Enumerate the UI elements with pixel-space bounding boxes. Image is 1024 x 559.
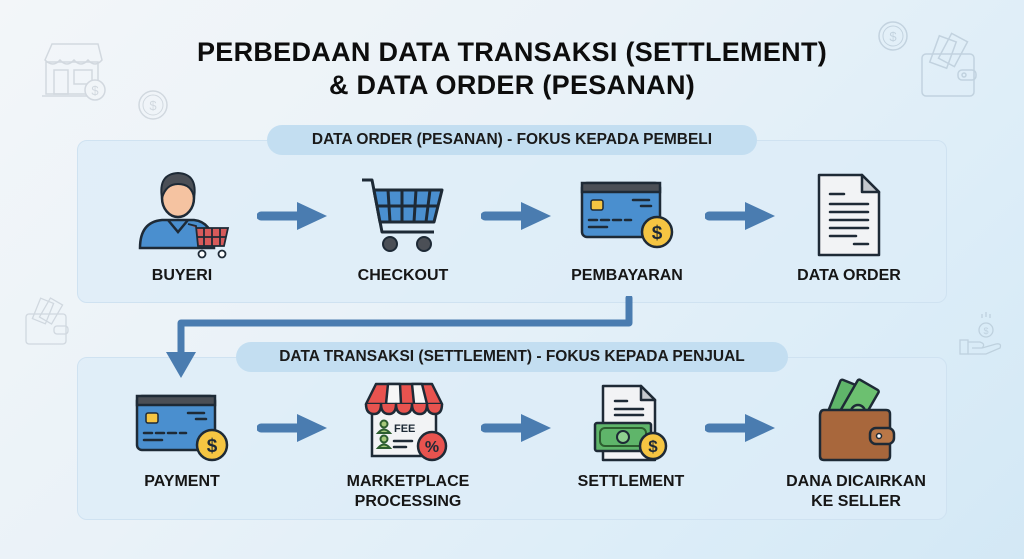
step-label-line-2: KE SELLER: [811, 493, 901, 510]
step-label: DANA DICAIRKAN KE SELLER: [771, 472, 941, 512]
arrow-right-icon: [257, 414, 327, 442]
svg-text:$: $: [648, 437, 658, 456]
step-label: CHECKOUT: [357, 267, 449, 284]
step-label-line-1: DANA DICAIRKAN: [786, 473, 926, 490]
svg-text:$: $: [149, 98, 157, 113]
step-label: MARKETPLACE PROCESSING: [323, 472, 493, 512]
svg-text:$: $: [207, 436, 218, 457]
arrow-right-icon: [481, 414, 551, 442]
svg-text:$: $: [652, 223, 663, 244]
step-label: PEMBAYARAN: [571, 267, 683, 284]
svg-text:$: $: [983, 326, 988, 336]
step-label: DATA ORDER: [797, 267, 901, 284]
step-label: SETTLEMENT: [577, 473, 685, 490]
order-section-header: DATA ORDER (PESANAN) - FOKUS KEPADA PEMB…: [267, 125, 757, 155]
step-label-line-2: PROCESSING: [354, 493, 462, 510]
wallet-cash-icon: [818, 378, 896, 462]
document-cash-icon: $: [593, 384, 668, 462]
arrow-right-icon: [705, 414, 775, 442]
credit-card-coin-icon: $: [580, 181, 674, 249]
svg-text:FEE: FEE: [394, 423, 415, 435]
svg-text:%: %: [425, 439, 439, 456]
svg-text:$: $: [889, 29, 897, 44]
settlement-section-header: DATA TRANSAKSI (SETTLEMENT) - FOKUS KEPA…: [236, 342, 788, 372]
store-coin-icon: $: [42, 43, 106, 101]
credit-card-coin-icon: $: [135, 394, 229, 462]
title-line-1: PERBEDAAN DATA TRANSAKSI (SETTLEMENT): [196, 37, 828, 67]
title-line-2: & DATA ORDER (PESANAN): [328, 70, 696, 100]
wallet-cash-icon: [25, 297, 69, 345]
buyer-with-cart-icon: [138, 171, 230, 259]
hand-coin-icon: $: [959, 312, 1002, 355]
step-buyer: BUYERI: [97, 168, 267, 288]
step-label-line-1: MARKETPLACE: [346, 473, 470, 490]
coin-icon: $: [138, 90, 168, 120]
connector-arrow-icon: [166, 296, 633, 378]
step-label: PAYMENT: [144, 473, 220, 490]
arrow-right-icon: [705, 202, 775, 230]
arrow-right-icon: [481, 202, 551, 230]
wallet-cash-icon: [921, 32, 977, 97]
step-payment: $ PAYMENT: [97, 385, 267, 515]
order-section-panel: [77, 140, 947, 303]
step-pembayaran: $ PEMBAYARAN: [542, 168, 712, 288]
svg-text:$: $: [91, 83, 99, 98]
step-data-order: DATA ORDER: [764, 168, 934, 288]
storefront-fee-icon: FEE %: [364, 382, 448, 462]
step-marketplace-processing: FEE % MARKETPLACE PROCESSING: [323, 380, 493, 515]
document-icon: [817, 173, 881, 257]
arrow-right-icon: [257, 202, 327, 230]
shopping-cart-icon: [362, 178, 444, 252]
step-settlement: $ SETTLEMENT: [546, 383, 716, 513]
coin-icon: $: [878, 21, 908, 51]
step-checkout: CHECKOUT: [318, 168, 488, 288]
step-dana-dicairkan: DANA DICAIRKAN KE SELLER: [771, 378, 941, 513]
step-label: BUYERI: [151, 267, 213, 284]
page-title: PERBEDAAN DATA TRANSAKSI (SETTLEMENT) & …: [0, 36, 1024, 102]
